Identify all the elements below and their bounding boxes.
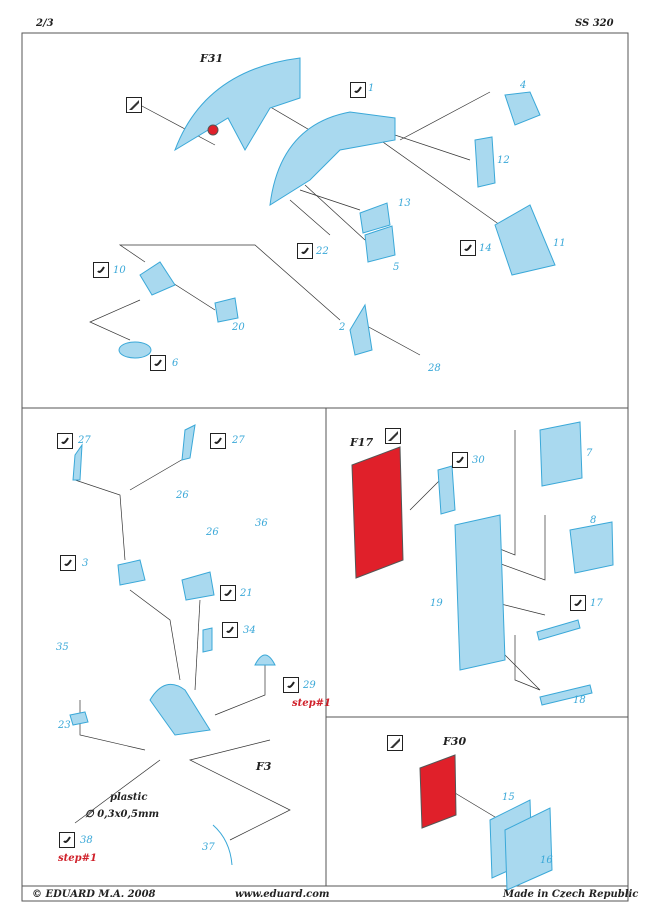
fold-check-icon — [150, 355, 166, 371]
label-20: 20 — [232, 322, 245, 333]
copyright: © EDUARD M.A. 2008 — [32, 889, 156, 900]
part-23 — [69, 711, 89, 726]
part-37 — [212, 824, 233, 866]
label-12: 12 — [497, 155, 510, 166]
part-27a — [72, 443, 83, 481]
part-8 — [569, 521, 614, 574]
label-16: 16 — [540, 855, 553, 866]
part-6 — [118, 341, 152, 359]
part-30 — [437, 465, 456, 515]
label-17: 17 — [590, 598, 603, 609]
part-ref-f31: F31 — [200, 52, 224, 65]
label-7: 7 — [586, 448, 593, 459]
label-3: 3 — [82, 558, 89, 569]
part-5 — [364, 225, 396, 263]
part-f31-red — [207, 124, 219, 136]
label-30: 30 — [472, 455, 485, 466]
label-22: 22 — [316, 246, 329, 257]
part-10 — [139, 261, 176, 296]
part-19 — [454, 514, 506, 671]
fold-check-icon — [460, 240, 476, 256]
label-19: 19 — [430, 598, 443, 609]
part-11 — [494, 204, 556, 276]
label-8: 8 — [590, 515, 597, 526]
label-29: 29 — [303, 680, 316, 691]
label-13: 13 — [398, 198, 411, 209]
part-2 — [349, 303, 373, 356]
part-34 — [202, 627, 213, 653]
label-18: 18 — [573, 695, 586, 706]
material-note: plastic — [110, 792, 148, 803]
origin-note: Made in Czech Republic — [503, 889, 639, 900]
part-seat — [149, 683, 211, 736]
part-16 — [504, 807, 553, 891]
label-23: 23 — [58, 720, 71, 731]
website-link[interactable]: www.eduard.com — [235, 889, 330, 900]
part-1 — [269, 111, 396, 206]
label-21: 21 — [240, 588, 253, 599]
label-15: 15 — [502, 792, 515, 803]
fold-check-icon — [220, 585, 236, 601]
part-29 — [254, 654, 276, 666]
part-13 — [359, 202, 391, 234]
label-10: 10 — [113, 265, 126, 276]
fold-check-icon — [350, 82, 366, 98]
label-26: 26 — [176, 490, 189, 501]
bend-icon — [387, 735, 403, 751]
bend-icon — [126, 97, 142, 113]
dimension-note: ∅ 0,3x0,5mm — [85, 809, 160, 820]
label-35: 35 — [56, 642, 69, 653]
bend-icon — [385, 428, 401, 444]
label-1: 1 — [368, 83, 375, 94]
part-20 — [214, 297, 239, 323]
label-36: 36 — [255, 518, 268, 529]
label-26: 26 — [206, 527, 219, 538]
part-f31 — [174, 57, 301, 152]
label-5: 5 — [393, 262, 400, 273]
label-27: 27 — [232, 435, 245, 446]
part-7 — [539, 421, 583, 487]
painted-parts — [207, 124, 457, 829]
set-code: SS 320 — [575, 18, 614, 29]
part-f30 — [419, 754, 457, 829]
label-27: 27 — [78, 435, 91, 446]
leader-lines — [74, 91, 546, 841]
label-34: 34 — [243, 625, 256, 636]
fold-check-icon — [210, 433, 226, 449]
fold-check-icon — [57, 433, 73, 449]
fold-check-icon — [59, 832, 75, 848]
label-6: 6 — [172, 358, 179, 369]
part-27b — [181, 424, 196, 461]
part-ref-f3: F3 — [256, 760, 272, 773]
fold-check-icon — [222, 622, 238, 638]
frame — [21, 32, 629, 902]
step-note: step#1 — [292, 698, 331, 709]
fold-check-icon — [570, 595, 586, 611]
step-note: step#1 — [58, 853, 97, 864]
fold-check-icon — [93, 262, 109, 278]
label-38: 38 — [80, 835, 93, 846]
part-ref-f17: F17 — [350, 436, 374, 449]
part-18 — [539, 684, 593, 706]
label-2: 2 — [339, 322, 346, 333]
part-3 — [117, 559, 146, 586]
fold-check-icon — [452, 452, 468, 468]
label-11: 11 — [553, 238, 566, 249]
part-12 — [474, 136, 496, 188]
etched-parts — [69, 57, 614, 891]
label-14: 14 — [479, 243, 492, 254]
page-number: 2/3 — [36, 18, 54, 29]
part-ref-f30: F30 — [443, 735, 467, 748]
part-4 — [504, 91, 541, 126]
label-37: 37 — [202, 842, 215, 853]
fold-check-icon — [297, 243, 313, 259]
part-f17 — [351, 446, 404, 579]
fold-check-icon — [283, 677, 299, 693]
part-17 — [536, 619, 581, 641]
fold-check-icon — [60, 555, 76, 571]
label-28: 28 — [428, 363, 441, 374]
part-21 — [181, 571, 215, 601]
label-4: 4 — [520, 80, 527, 91]
